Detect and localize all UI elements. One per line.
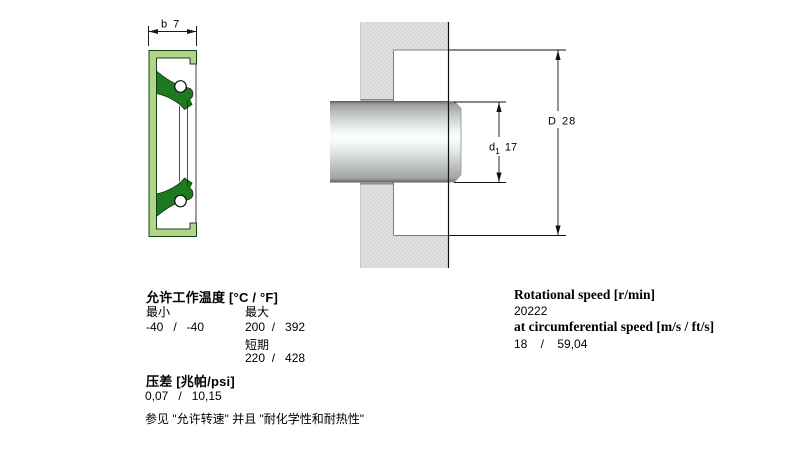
temperature-short-term-values: 220 / 428: [245, 351, 306, 365]
seal-case: [148, 50, 197, 237]
arrowhead-up: [555, 50, 561, 60]
seal-lip-rubber: [156, 70, 194, 111]
seal-lip-bore-lines: [179, 100, 188, 187]
arrowhead-down: [555, 225, 561, 235]
dim-D-label-bg: [544, 111, 580, 128]
temperature-max-label: 最大: [245, 305, 270, 319]
arrowhead-up: [496, 102, 502, 112]
pressure-header: 压差 [兆帕/psi]: [146, 374, 235, 389]
shaft-edges: [330, 101, 449, 183]
temperature-min-label: 最小: [146, 305, 171, 319]
temperature-section: 允许工作温度 [°C / °F] 最小 最大 -40 / -40 200 / 3…: [146, 287, 396, 377]
circumferential-speed-value: 18 / 59,04: [514, 337, 588, 351]
temperature-min-values: -40 / -40: [146, 320, 205, 334]
dim-d1-label-bg: [485, 137, 521, 156]
rotational-speed-header: Rotational speed [r/min]: [514, 287, 655, 302]
dimension-D: [448, 49, 566, 236]
temperature-max-values: 200 / 392: [245, 320, 306, 334]
temperature-header: 允许工作温度 [°C / °F]: [146, 290, 279, 305]
arrowhead-left: [148, 29, 158, 34]
shaft-chamfered-end: [448, 101, 462, 183]
arrowhead-right: [187, 29, 197, 34]
circumferential-speed-header: at circumferential speed [m/s / ft/s]: [514, 319, 715, 334]
pressure-values: 0,07 / 10,15: [145, 389, 222, 403]
pressure-section: 压差 [兆帕/psi] 0,07 / 10,15: [145, 371, 396, 407]
housing-bore-lines: [360, 99, 394, 185]
speed-section: Rotational speed [r/min] 20222 at circum…: [514, 287, 774, 357]
footnote: 参见 "允许转速" 并且 "耐化学性和耐热性": [145, 412, 365, 426]
seal-lip-top: [156, 70, 194, 111]
rotational-speed-value: 20222: [514, 304, 548, 318]
garter-spring: [174, 80, 187, 93]
temperature-short-term-label: 短期: [245, 338, 270, 352]
arrowhead-down: [496, 172, 502, 182]
dimension-b: [148, 26, 197, 46]
shaft: [330, 101, 449, 182]
